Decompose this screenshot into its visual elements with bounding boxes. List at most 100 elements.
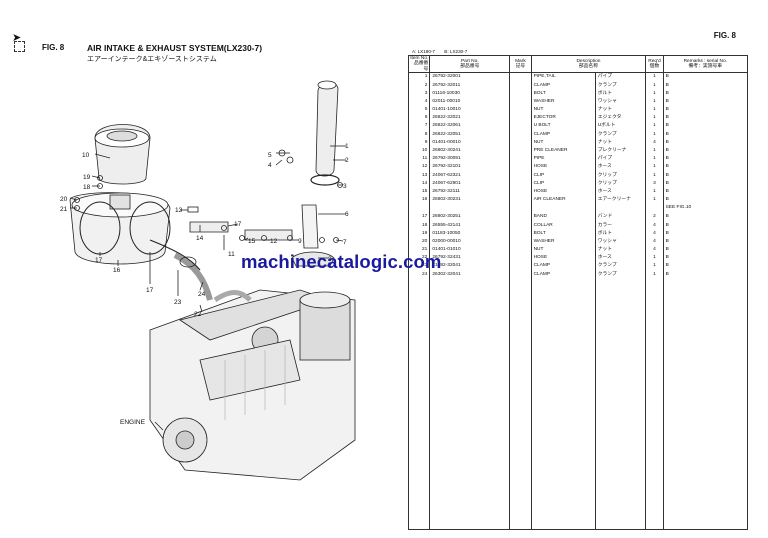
cell-mark	[509, 114, 532, 123]
cell-desc: COLLAR	[530, 221, 596, 230]
cell-desc: CLAMP	[530, 130, 596, 139]
cell-jp: クランプ	[594, 270, 647, 279]
cell-jp: クランプ	[594, 81, 647, 90]
cell-desc: CLAMP	[530, 81, 596, 90]
cell-desc: BOLT	[530, 229, 596, 238]
cell-desc: U BOLT	[530, 122, 596, 131]
watermark: machinecatalogic.com	[241, 251, 442, 272]
cell-part: 01116-10030	[429, 89, 511, 98]
cell-qty: 4	[645, 221, 664, 230]
cell-mark	[509, 171, 532, 180]
cell-part: 26802-30241	[429, 146, 511, 156]
cell-jp: ナット	[594, 105, 647, 115]
cell-qty: 1	[645, 89, 664, 98]
cell-qty: 4	[645, 138, 664, 147]
cell-mark	[509, 237, 532, 246]
cell-no: 16	[407, 196, 431, 205]
cell-mark	[509, 245, 532, 255]
figure-label-right: FIG. 8	[713, 31, 736, 40]
cell-jp: ホース	[594, 163, 647, 172]
cell-mark	[509, 163, 532, 172]
cell-no: 18	[407, 221, 431, 230]
cell-rem: B	[662, 97, 749, 106]
callout-3: 3	[343, 183, 347, 190]
cell-desc: HOSE	[530, 254, 596, 263]
cell-jp: Uボルト	[594, 122, 647, 131]
cell-no: 15	[407, 187, 431, 197]
callout-21: 21	[60, 206, 68, 213]
cell-part: 26792-32001	[429, 72, 511, 82]
cell-no: 11	[407, 155, 431, 164]
cell-jp: ボルト	[594, 89, 647, 98]
engine-label: ENGINE	[120, 419, 146, 426]
cell-jp: カラー	[594, 221, 647, 230]
cell-mark	[509, 221, 532, 230]
cell-no: 23	[407, 262, 431, 271]
cell-jp: クリップ	[594, 171, 647, 180]
cell-part: 26792-32111	[429, 187, 511, 197]
cell-rem: B	[662, 114, 749, 123]
cell-part: 26822-32061	[429, 122, 511, 131]
cell-part: 26792-32101	[429, 163, 511, 172]
cell-jp: ワッシャ	[594, 97, 647, 106]
cell-qty: 1	[645, 130, 664, 139]
cell-rem: B	[662, 146, 749, 156]
cell-part: 01401-00010	[429, 138, 511, 147]
cell-mark	[509, 89, 532, 98]
figure-title: AIR INTAKE & EXHAUST SYSTEM(LX230-7)	[87, 43, 263, 53]
cell-desc: NUT	[530, 138, 596, 147]
cell-part: 26802-30231	[429, 196, 511, 205]
cell-desc: CLAMP	[530, 262, 596, 271]
callout-1: 1	[345, 143, 349, 150]
cell-no: 20	[407, 237, 431, 246]
cell-jp: ホース	[594, 254, 647, 263]
col-part-no: Part No.部品番号	[429, 54, 511, 74]
cell-part: 26792-30091	[429, 155, 511, 164]
cell-no: 6	[407, 114, 431, 123]
cell-no: 19	[407, 229, 431, 238]
legend-b: B: LX230-7	[444, 49, 468, 54]
callout-13: 13	[175, 207, 183, 214]
cell-qty: 1	[645, 122, 664, 131]
cell-rem: B	[662, 237, 749, 246]
callout-17c: 17	[234, 221, 242, 228]
cell-mark	[509, 72, 532, 82]
cell-rem: B	[662, 187, 749, 197]
cell-qty: 1	[645, 254, 664, 263]
cell-part: 24067-62901	[429, 179, 511, 188]
figure-label: FIG. 8	[42, 43, 65, 52]
model-legend: A: LX190-7 B: LX230-7	[412, 49, 475, 54]
figure-title-jp: エアーインテーク&エキゾーストシステム	[87, 56, 217, 63]
cell-desc: PIPE,TAIL	[530, 72, 596, 82]
cell-part: 01401-01010	[429, 245, 511, 255]
cell-rem: B	[662, 254, 749, 263]
callout-19: 19	[83, 174, 91, 181]
cell-jp: クランプ	[594, 262, 647, 271]
cell-jp: ナット	[594, 138, 647, 147]
cell-rem: B	[662, 138, 749, 147]
cell-qty: 1	[645, 262, 664, 271]
cell-part: 26822-32021	[429, 114, 511, 123]
cell-jp: クリップ	[594, 179, 647, 188]
cell-desc: NUT	[530, 105, 596, 115]
cell-mark	[509, 130, 532, 139]
callout-14: 14	[196, 235, 204, 242]
cell-mark	[509, 122, 532, 131]
cell-part: 26555-42141	[429, 221, 511, 230]
cell-desc	[530, 204, 596, 213]
col-remarks: Remarks : serial No.備考：実施号車	[662, 54, 749, 74]
cell-jp: ボルト	[594, 229, 647, 238]
cell-jp: ホース	[594, 187, 647, 197]
cell-part: 26822-32051	[429, 130, 511, 139]
cell-no: 14	[407, 179, 431, 188]
cell-rem: B	[662, 81, 749, 90]
callout-18: 18	[83, 184, 91, 191]
